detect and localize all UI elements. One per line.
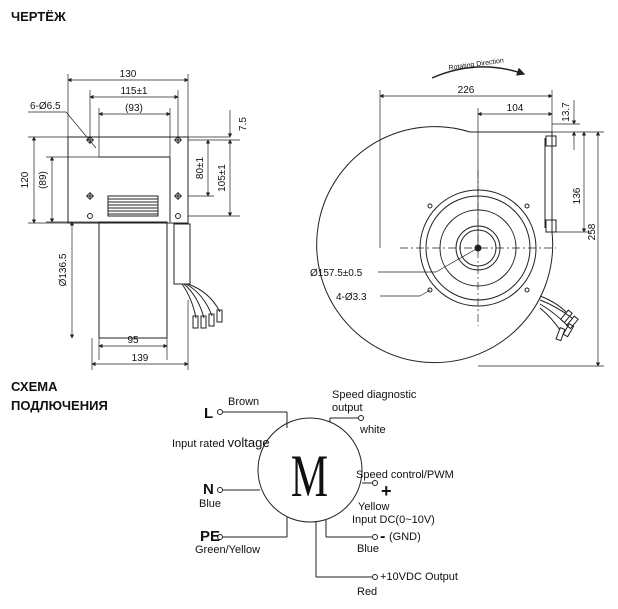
dim-front-mount-holes: 4-Ø3.3 <box>336 292 367 303</box>
terminal-speed-diag <box>358 415 364 421</box>
motor-symbol: M <box>291 444 328 510</box>
label-10v-output: +10VDC Output <box>380 571 458 583</box>
label-minus: - <box>380 528 385 545</box>
label-N: N <box>203 481 214 498</box>
label-speed-diag-2: output <box>332 402 363 414</box>
wiring-diagram <box>217 409 378 580</box>
front-wires <box>539 295 579 342</box>
label-PE: PE <box>200 528 220 545</box>
side-flange <box>67 136 189 224</box>
dim-side-115: 115±1 <box>121 86 148 97</box>
terminal-10v <box>372 574 378 580</box>
dim-side-80: 80±1 <box>195 156 206 179</box>
side-dimension-texts: 130 115±1 (93) 6-Ø6.5 7.5 120 (89) 80±1 … <box>20 69 249 364</box>
dim-front-13-7: 13.7 <box>561 102 572 122</box>
dim-side-105: 105±1 <box>217 164 228 192</box>
label-blue-gnd: Blue <box>357 543 379 555</box>
dim-front-258: 258 <box>587 223 598 240</box>
dim-side-7-5: 7.5 <box>238 117 249 131</box>
dim-side-93: (93) <box>125 103 143 114</box>
side-dimension-lines <box>28 74 240 370</box>
dim-front-226: 226 <box>458 85 475 96</box>
label-input-dc: Input DC(0~10V) <box>352 514 435 526</box>
dim-side-95: 95 <box>127 335 139 346</box>
front-dimension-lines <box>378 90 604 367</box>
side-housing <box>98 221 168 339</box>
terminal-PE <box>217 534 223 540</box>
label-input-rated: Input rated voltage <box>172 435 270 450</box>
label-speed-diag-1: Speed diagnostic <box>332 389 417 401</box>
dim-side-diameter: Ø136.5 <box>58 253 69 286</box>
label-gnd: (GND) <box>389 531 421 543</box>
front-volute <box>316 126 554 364</box>
dim-side-130: 130 <box>120 69 137 80</box>
wiring-heading-line2: ПОДЛЮЧЕНИЯ <box>11 398 108 413</box>
label-yellow: Yellow <box>358 501 389 513</box>
label-white: white <box>359 424 386 436</box>
dim-side-89: (89) <box>38 171 49 189</box>
terminal-gnd <box>372 534 378 540</box>
side-mount-holes <box>86 136 182 219</box>
dim-side-120: 120 <box>20 171 31 188</box>
dim-front-impeller: Ø157.5±0.5 <box>310 268 363 279</box>
rotating-direction-label: Rotating Direction <box>448 57 504 72</box>
side-gland <box>173 223 191 285</box>
front-view <box>316 66 604 367</box>
label-speed-ctrl: Speed control/PWM <box>356 469 454 481</box>
dim-side-139: 139 <box>132 353 149 364</box>
wiring-heading-line1: СХЕМА <box>11 379 58 394</box>
label-blue-N: Blue <box>199 498 221 510</box>
side-view <box>28 74 240 370</box>
dim-side-holes: 6-Ø6.5 <box>30 101 61 112</box>
label-plus: + <box>381 481 392 501</box>
label-green-yellow: Green/Yellow <box>195 544 260 556</box>
rotating-direction-arrow <box>431 66 526 79</box>
side-wires <box>181 283 223 329</box>
side-impeller-grill <box>107 195 159 217</box>
wiring-texts: M L Brown Input rated voltage N Blue PE … <box>172 389 458 598</box>
drawing-heading: ЧЕРТЁЖ <box>11 9 66 24</box>
dim-front-104: 104 <box>507 103 524 114</box>
terminal-speed-ctrl <box>372 480 378 486</box>
terminal-L <box>217 409 223 415</box>
dim-front-136: 136 <box>572 187 583 204</box>
motor-circle <box>257 417 363 523</box>
label-red: Red <box>357 586 377 598</box>
terminal-N <box>217 487 223 493</box>
label-L: L <box>204 405 213 422</box>
front-dimension-texts: Rotating Direction 226 104 13.7 136 258 … <box>310 57 598 303</box>
label-brown: Brown <box>228 396 259 408</box>
